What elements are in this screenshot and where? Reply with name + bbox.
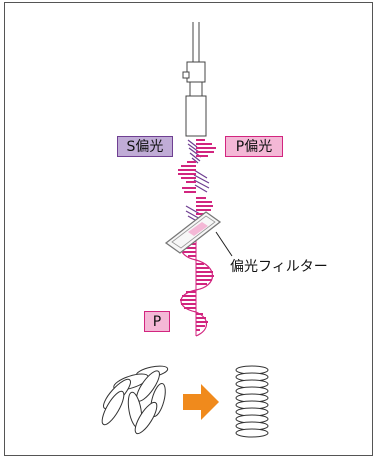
polarizing-filter-label: 偏光フィルター (230, 259, 328, 275)
s-polarized-label: S偏光 (117, 136, 173, 157)
p-polarized-label: P偏光 (225, 136, 283, 157)
random-ellipses-icon (101, 365, 169, 435)
light-pole-icon (182, 22, 207, 137)
polarizing-filter-icon (164, 211, 222, 254)
p-label: P (144, 311, 170, 332)
filter-leader-line (215, 231, 233, 257)
right-arrow-icon (183, 384, 219, 420)
aligned-ellipses-icon (235, 365, 269, 438)
